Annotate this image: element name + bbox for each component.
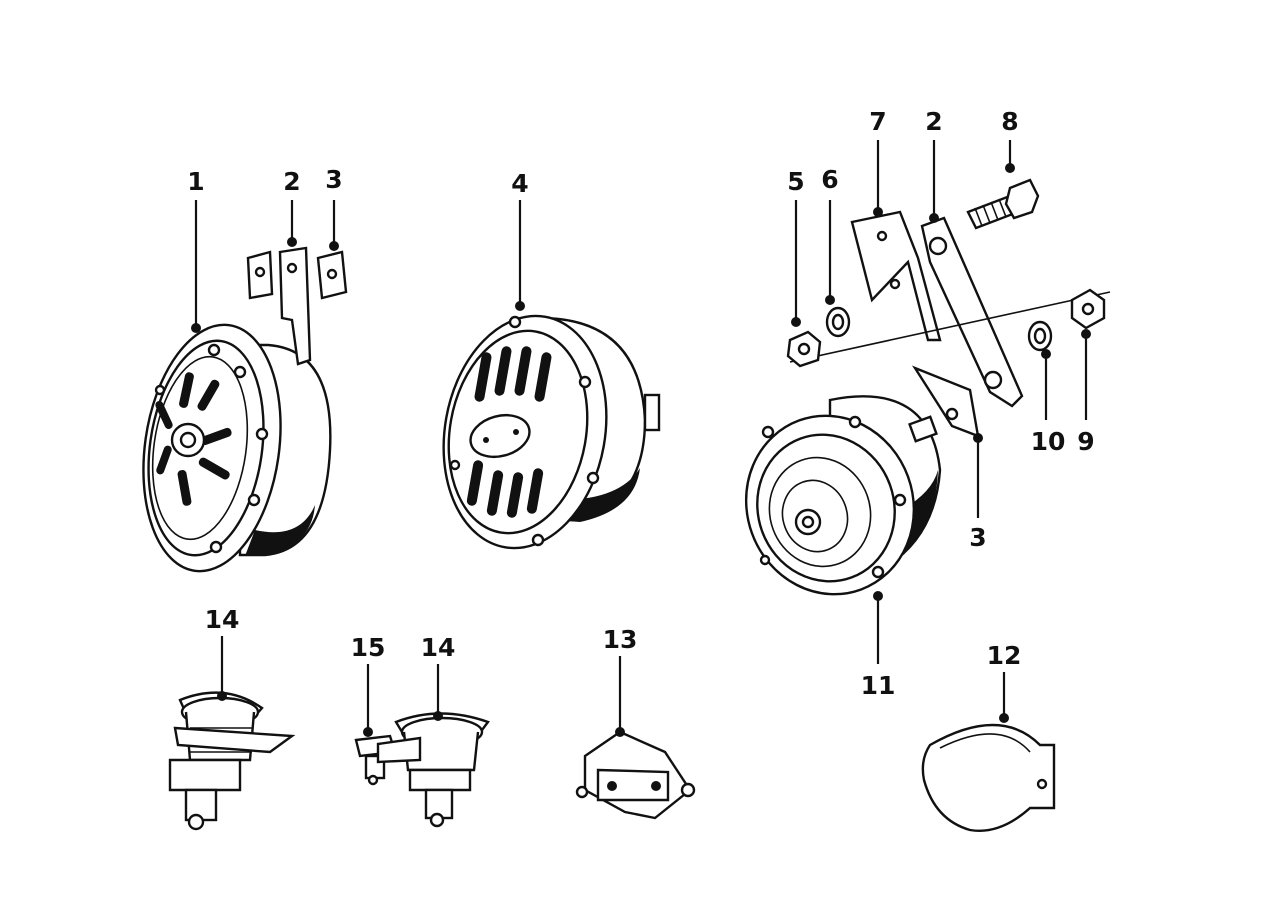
hex-nut-icon <box>786 330 822 368</box>
callout-3-right: 3 <box>969 523 986 552</box>
callout-5: 5 <box>787 167 804 196</box>
callout-9: 9 <box>1077 427 1094 456</box>
callout-4: 4 <box>511 169 528 198</box>
callout-8: 8 <box>1001 107 1018 136</box>
mounting-bracket-icon <box>278 246 312 366</box>
callout-15: 15 <box>351 633 386 662</box>
horn-flat-disc-icon <box>744 395 942 596</box>
mounting-bracket-icon <box>920 216 1024 408</box>
relay-plate-icon <box>575 730 696 820</box>
horn-grille-slots-icon <box>142 323 332 573</box>
callout-7: 7 <box>869 107 886 136</box>
callout-3-left: 3 <box>325 165 342 194</box>
callout-14-left: 14 <box>205 605 240 634</box>
mounting-plate-icon <box>246 250 348 300</box>
callout-12: 12 <box>987 641 1022 670</box>
socket-with-cap-icon <box>168 691 296 831</box>
callout-11: 11 <box>861 671 896 700</box>
callout-10: 10 <box>1031 427 1066 456</box>
callout-leaders <box>191 140 1091 737</box>
socket-with-cap-icon <box>376 712 490 828</box>
hex-nut-icon <box>1070 288 1106 330</box>
hex-bolt-icon <box>966 178 1040 230</box>
callout-6: 6 <box>821 165 838 194</box>
retaining-clip-icon <box>921 723 1056 832</box>
callout-2-right: 2 <box>925 107 942 136</box>
callout-2-left: 2 <box>283 167 300 196</box>
lock-washer-icon <box>1027 320 1053 352</box>
callout-1: 1 <box>187 167 204 196</box>
horn-grille-oval-icon <box>442 314 661 550</box>
callout-14-middle: 14 <box>421 633 456 662</box>
lock-washer-icon <box>825 306 851 338</box>
callout-13: 13 <box>603 625 638 654</box>
angle-bracket-icon <box>850 210 942 342</box>
